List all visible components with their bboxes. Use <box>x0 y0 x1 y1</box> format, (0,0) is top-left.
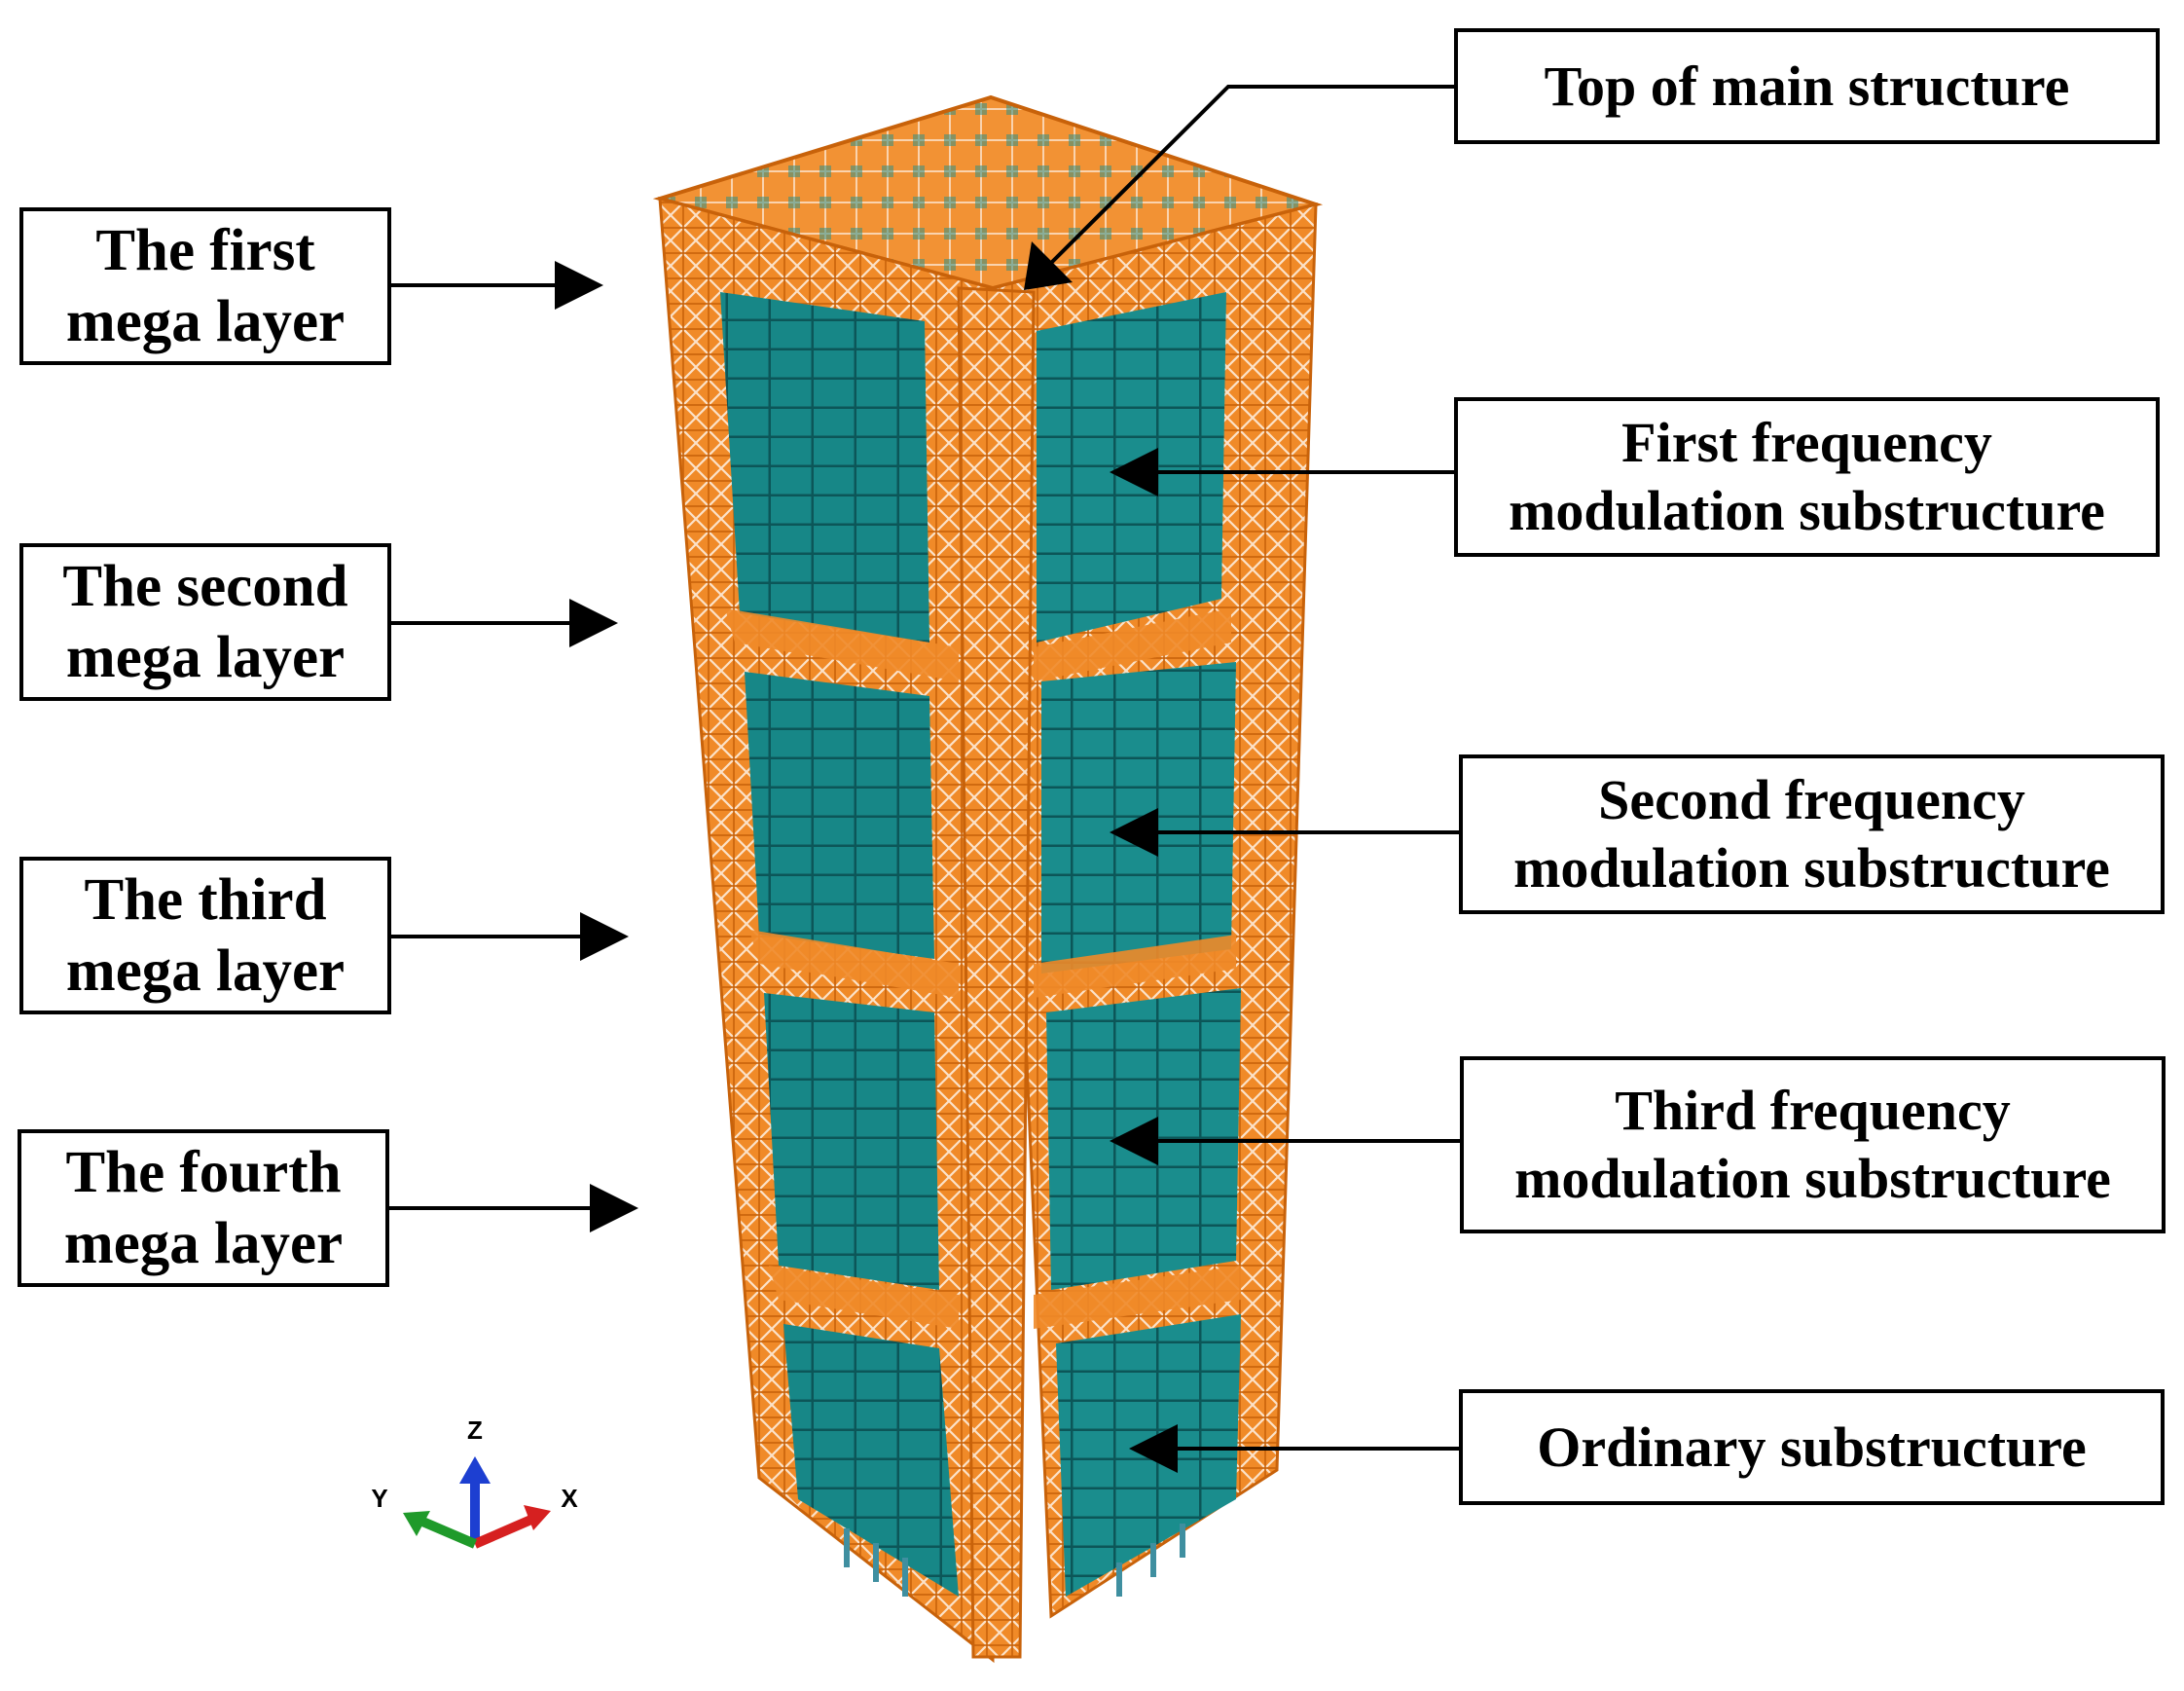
label-line: modulation substructure <box>1514 1147 2111 1210</box>
tower-base-columns <box>844 1524 1185 1597</box>
label-line: The second <box>62 553 348 619</box>
label-first-fm-substructure: First frequency modulation substructure <box>1454 397 2160 557</box>
label-top-of-main-structure: Top of main structure <box>1454 28 2160 144</box>
axis-z-label: Z <box>467 1415 483 1445</box>
label-line: The third <box>84 866 327 933</box>
label-third-fm-substructure: Third frequency modulation substructure <box>1460 1056 2166 1233</box>
left-panel-ordinary-substructure <box>783 1324 959 1597</box>
mega-layer-bands <box>725 608 1241 1329</box>
label-line: Second frequency <box>1598 768 2025 832</box>
label-line: mega layer <box>63 1211 344 1276</box>
label-third-mega-layer: The third mega layer <box>19 857 391 1014</box>
label-line: The first <box>95 217 315 283</box>
arrow-top-of-structure <box>1041 85 1457 273</box>
tower-corner-column <box>957 286 1036 1659</box>
label-line: modulation substructure <box>1509 479 2105 542</box>
axis-triad: Z X Y <box>371 1415 578 1549</box>
left-panel-third-substructure <box>764 993 939 1290</box>
label-line: Ordinary substructure <box>1537 1415 2087 1479</box>
label-second-mega-layer: The second mega layer <box>19 543 391 701</box>
arrow-heads <box>555 241 1178 1473</box>
label-second-fm-substructure: Second frequency modulation substructure <box>1459 754 2165 914</box>
label-line: mega layer <box>65 938 346 1004</box>
label-ordinary-substructure: Ordinary substructure <box>1459 1389 2165 1505</box>
label-line: mega layer <box>65 289 346 354</box>
left-panel-first-substructure <box>720 292 929 643</box>
label-line: The fourth <box>65 1139 342 1205</box>
left-panel-second-substructure <box>745 672 934 959</box>
annotation-arrows <box>387 85 1462 1451</box>
label-line: modulation substructure <box>1513 836 2110 900</box>
label-line: Top of main structure <box>1544 54 2070 118</box>
label-line: Third frequency <box>1615 1079 2011 1143</box>
label-first-mega-layer: The first mega layer <box>19 207 391 365</box>
label-fourth-mega-layer: The fourth mega layer <box>18 1129 389 1287</box>
label-line: First frequency <box>1621 411 1992 475</box>
axis-x-label: X <box>561 1484 578 1513</box>
axis-y-label: Y <box>371 1484 387 1513</box>
label-line: mega layer <box>65 625 346 690</box>
